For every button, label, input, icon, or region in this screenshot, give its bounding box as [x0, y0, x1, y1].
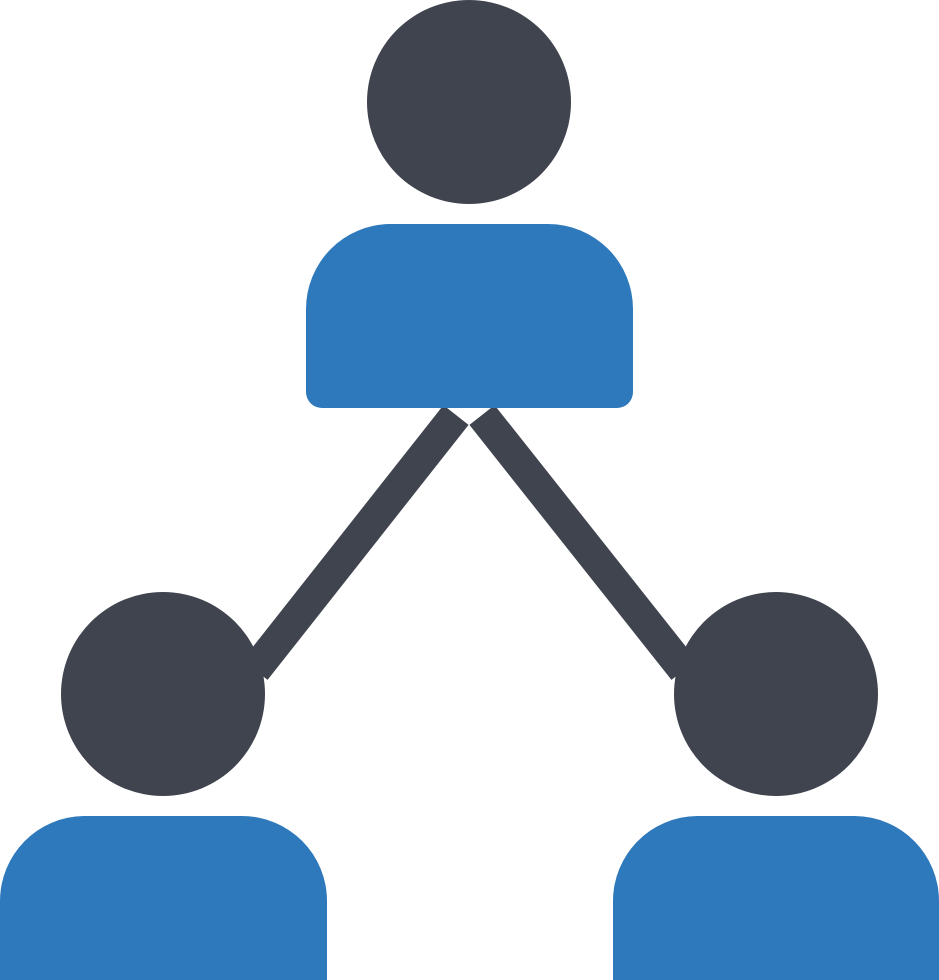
bottom-left-person [0, 592, 327, 980]
top-person [306, 0, 633, 408]
bottom-right-person-body [613, 816, 939, 980]
top-person-body [306, 224, 633, 408]
bottom-left-person-head [61, 592, 265, 796]
bottom-right-person-head [674, 592, 878, 796]
connection-line-left [242, 405, 469, 680]
connection-lines [242, 405, 697, 680]
top-person-head [367, 0, 571, 204]
bottom-right-person [613, 592, 939, 980]
bottom-left-person-body [0, 816, 327, 980]
connection-line-right [469, 405, 697, 680]
